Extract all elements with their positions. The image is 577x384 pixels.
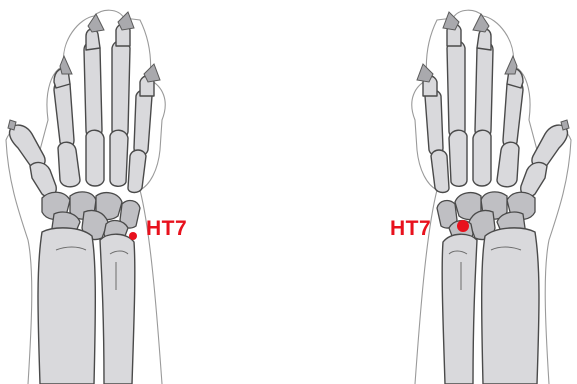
left-ht7-label: HT7 bbox=[146, 218, 187, 239]
right-ht7-label: HT7 bbox=[390, 218, 431, 239]
right-ht7-point bbox=[457, 220, 469, 232]
left-ht7-point bbox=[129, 232, 137, 240]
